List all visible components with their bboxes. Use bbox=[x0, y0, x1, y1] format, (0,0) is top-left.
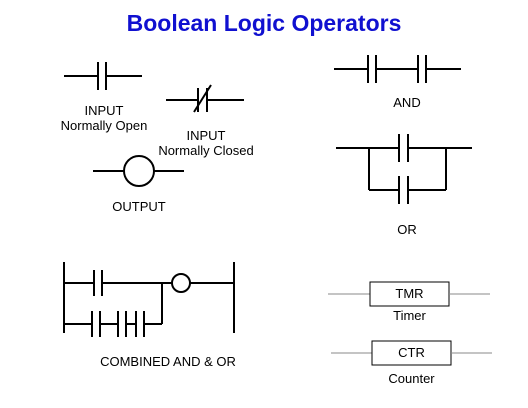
output-label: OUTPUT bbox=[112, 199, 166, 214]
timer-box-label: TMR bbox=[395, 286, 424, 301]
or-symbol bbox=[336, 134, 472, 204]
or-label: OR bbox=[397, 222, 417, 237]
nc-contact-symbol bbox=[166, 84, 244, 113]
nc-input-label: INPUT Normally Closed bbox=[150, 128, 262, 158]
page-title: Boolean Logic Operators bbox=[126, 10, 402, 36]
no-input-label-line2: Normally Open bbox=[60, 118, 148, 133]
timer-caption: Timer bbox=[393, 308, 426, 323]
combined-label: COMBINED AND & OR bbox=[100, 354, 236, 369]
output-coil-symbol bbox=[93, 155, 184, 187]
no-input-label: INPUT Normally Open bbox=[48, 103, 160, 133]
timer-block-symbol bbox=[328, 281, 490, 307]
nc-input-label-line1: INPUT bbox=[186, 128, 226, 143]
and-symbol bbox=[334, 55, 461, 83]
combined-rung-symbol bbox=[63, 262, 235, 337]
counter-box-label: CTR bbox=[398, 345, 425, 360]
counter-caption: Counter bbox=[388, 371, 435, 386]
counter-block-symbol bbox=[331, 340, 492, 366]
no-contact-symbol bbox=[64, 62, 142, 90]
no-input-label-line1: INPUT bbox=[84, 103, 124, 118]
and-label: AND bbox=[393, 95, 421, 110]
nc-input-label-line2: Normally Closed bbox=[158, 143, 254, 158]
